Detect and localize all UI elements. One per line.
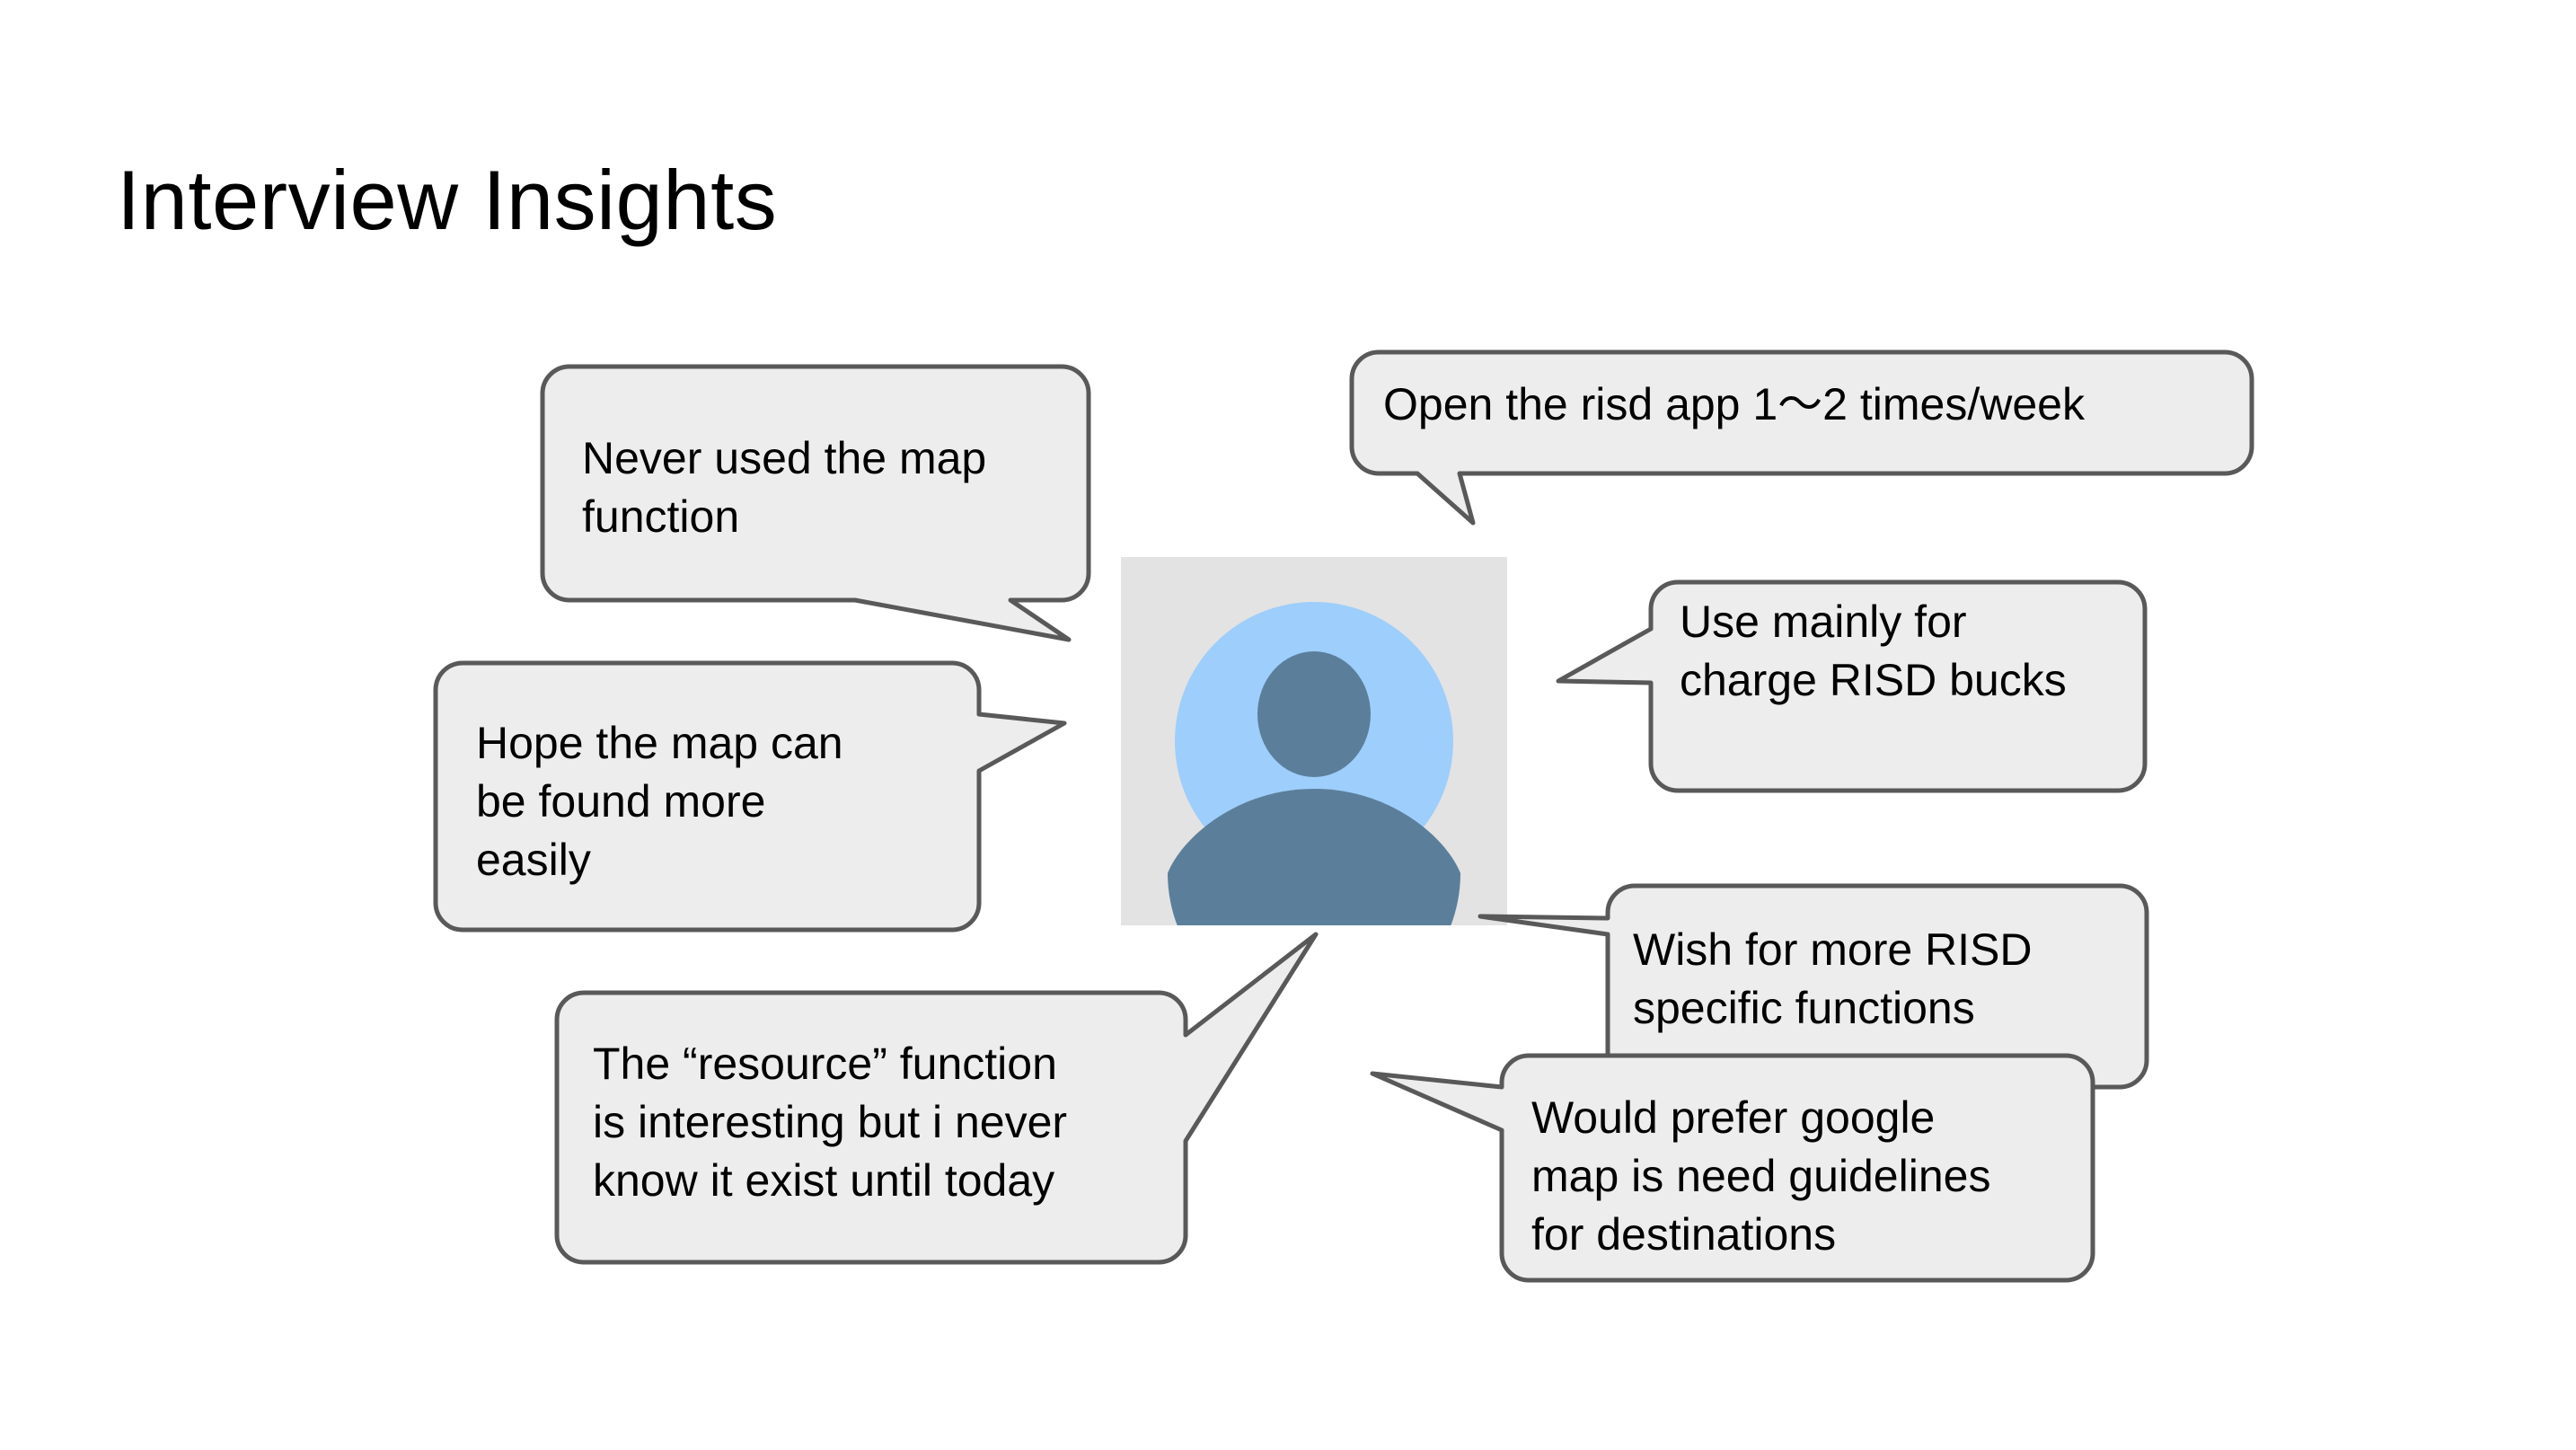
bubble-text-use-mainly-charge: Use mainly for charge RISD bucks bbox=[1680, 597, 2067, 705]
bubble-text-hope-map-found: Hope the map can be found more easily bbox=[476, 718, 843, 885]
bubble-text-never-used-map: Never used the map function bbox=[582, 433, 987, 542]
avatar bbox=[1121, 557, 1507, 925]
bubble-text-resource-function: The “resource” function is interesting b… bbox=[593, 1039, 1068, 1206]
bubble-text-wish-risd-functions: Wish for more RISD specific functions bbox=[1633, 924, 2033, 1033]
bubble-text-prefer-google-map: Would prefer google map is need guidelin… bbox=[1531, 1092, 1991, 1260]
bubble-text-open-risd-app: Open the risd app 1〜2 times/week bbox=[1383, 379, 2085, 429]
person-avatar-icon bbox=[1168, 602, 1460, 925]
page-title: Interview Insights bbox=[117, 153, 778, 247]
